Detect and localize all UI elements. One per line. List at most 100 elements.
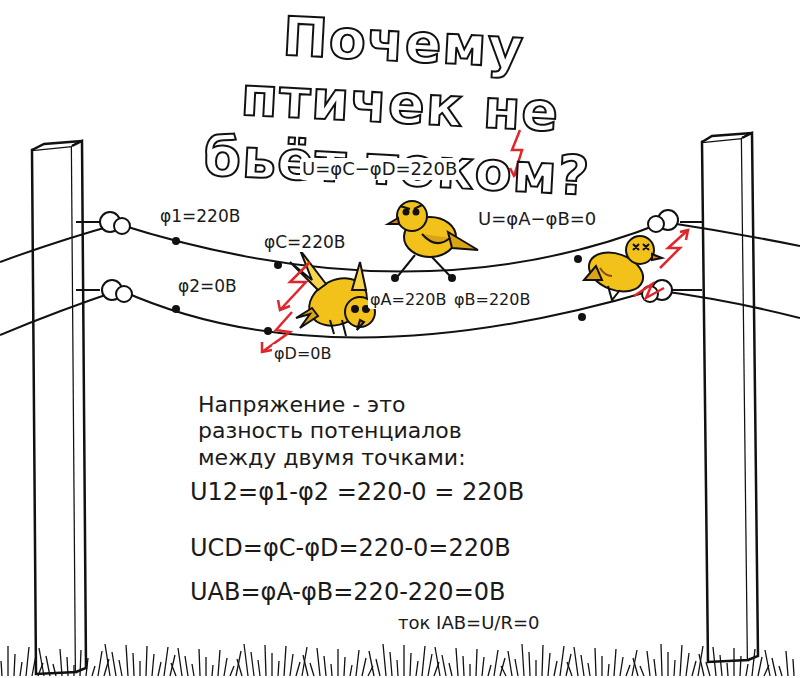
grass-blade (86, 658, 88, 676)
grass-blade (542, 645, 543, 676)
grass-blade (692, 661, 696, 676)
grass-blade (230, 666, 234, 676)
grass-blade (302, 647, 307, 676)
standing-bird (388, 201, 478, 276)
grass-blade (654, 659, 656, 676)
grass (1, 644, 794, 676)
grass-blade (661, 644, 662, 676)
grass-blade (171, 663, 176, 676)
potential-label: φC=220В (262, 232, 347, 252)
grass-blade (126, 645, 128, 676)
grass-blade (529, 652, 530, 676)
grass-blade (303, 655, 308, 676)
grass-blade (224, 658, 227, 676)
grass-blade (383, 644, 386, 676)
grass-blade (324, 656, 326, 676)
poles (32, 133, 758, 674)
grass-blade (284, 646, 286, 676)
grass-blade (416, 661, 418, 676)
grass-blade (146, 646, 147, 676)
grass-blade (595, 648, 596, 676)
grass-blade (535, 660, 536, 676)
grass-blade (237, 659, 242, 676)
equation: UCD=φC-φD=220-0=220В (188, 534, 513, 563)
grass-blade (39, 648, 44, 676)
grass-blade (442, 655, 446, 676)
grass-blade (779, 666, 782, 676)
grass-blade (772, 658, 776, 676)
potential-label: φA=220В (368, 290, 448, 309)
grass-blade (463, 656, 464, 676)
grass-blade (733, 648, 734, 676)
grass-blade (488, 665, 491, 676)
grass-blade (369, 651, 374, 676)
grass-blade (73, 665, 74, 676)
grass-blade (614, 649, 616, 676)
grass-blade (1, 661, 2, 676)
grass-blade (698, 646, 703, 676)
grass-blade (752, 649, 755, 676)
grass-blade (706, 662, 710, 676)
potential-label: φD=0В (272, 344, 333, 363)
grass-blade (560, 646, 564, 676)
grass-blade (105, 644, 110, 676)
grass-blade (476, 649, 477, 676)
grass-blade (554, 661, 557, 676)
grass-blade (98, 651, 102, 676)
current-formula: ток IAB=U/R=0 (396, 612, 541, 634)
grass-blade (581, 655, 584, 676)
grass-blade (699, 654, 704, 676)
grass-blade (647, 651, 650, 676)
grass-blade (92, 666, 95, 676)
grass-blade (178, 648, 182, 676)
grass-blade (185, 656, 188, 676)
grass-blade (574, 647, 578, 676)
grass-blade (152, 654, 154, 676)
grass-blade (14, 654, 15, 676)
grass-blade (20, 662, 22, 676)
grass-blade (199, 649, 200, 676)
grass-blade (515, 659, 518, 676)
grass-blade (317, 648, 320, 676)
grass-blade (632, 650, 637, 676)
grass-blade (786, 651, 788, 676)
grass-blade (508, 651, 512, 676)
grass-blade (500, 658, 505, 676)
grass-blade (422, 646, 425, 676)
grass-blade (7, 646, 8, 676)
grass-blade (640, 666, 644, 676)
grass-blade (32, 655, 36, 676)
grass-blade (376, 659, 380, 676)
grass-blade (793, 659, 794, 676)
grass-blade (278, 661, 279, 676)
grass-blade (133, 653, 134, 676)
grass-blade (765, 650, 770, 676)
grass-blade (680, 645, 682, 676)
grass-blade (236, 651, 241, 676)
grass-blade (296, 662, 300, 676)
potential-label: φ1=220В (158, 206, 242, 226)
grass-blade (720, 655, 722, 676)
grass-blade (428, 654, 432, 676)
grass-blade (331, 664, 332, 676)
shocked-bird (290, 250, 375, 336)
grass-blade (67, 657, 68, 676)
grass-blade (139, 661, 140, 676)
grass-blade (170, 655, 175, 676)
potential-formula: U=φC−φD=220В (300, 158, 459, 180)
wire-points (172, 237, 586, 335)
grass-blade (410, 653, 411, 676)
grass-blade (258, 660, 260, 676)
equation: U12=φ1-φ2 =220-0 = 220В (188, 478, 526, 507)
grass-blade (686, 653, 689, 676)
grass-blade (164, 647, 168, 676)
potential-label: φB=220В (452, 290, 532, 309)
grass-blade (46, 656, 50, 676)
grass-blade (112, 652, 116, 676)
wires (0, 222, 800, 338)
grass-blade (290, 654, 293, 676)
grass-blade (350, 665, 352, 676)
grass-blade (80, 650, 81, 676)
grass-blade (633, 658, 638, 676)
grass-blade (265, 645, 266, 676)
